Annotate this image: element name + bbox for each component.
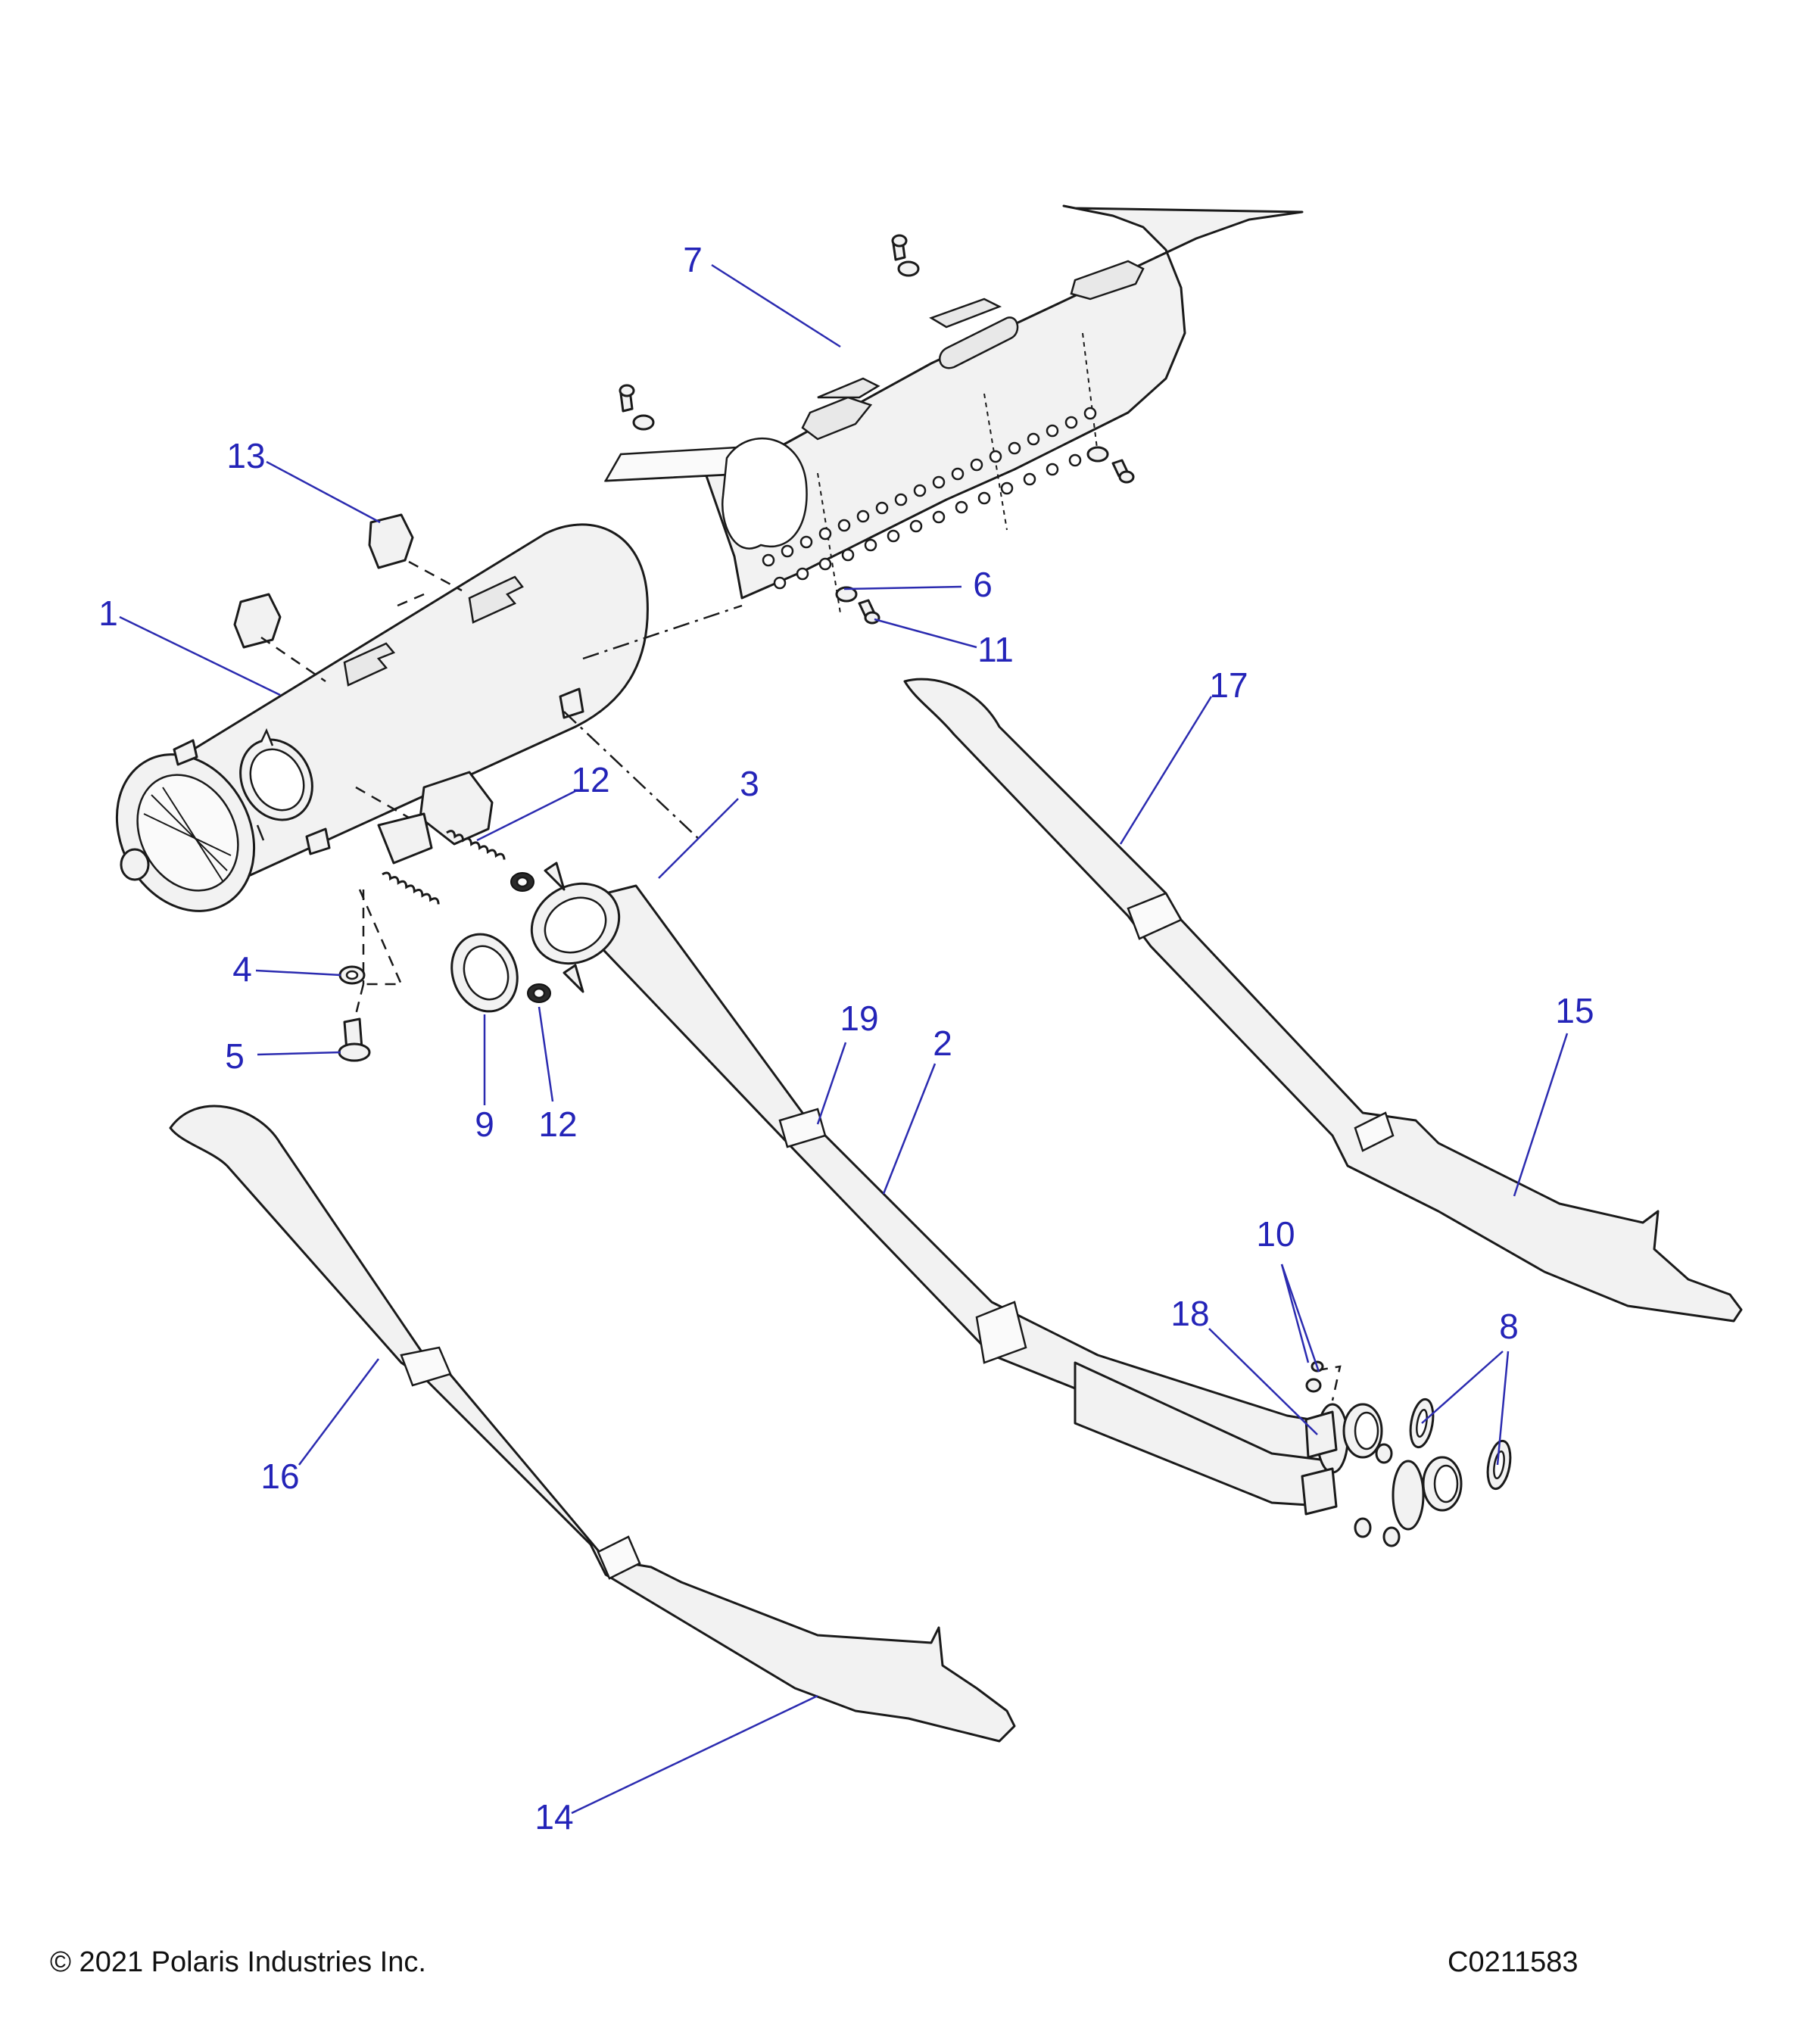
heat-shield-vent-holes: [762, 407, 1097, 590]
callout-2: 2: [933, 1024, 952, 1063]
callout-6: 6: [973, 565, 993, 604]
callout-14: 14: [535, 1797, 574, 1837]
callout-9: 9: [475, 1105, 494, 1144]
callout-3: 3: [740, 764, 759, 803]
bolt-icon: [619, 234, 1135, 625]
callout-7: 7: [683, 240, 703, 279]
muffler: [115, 523, 649, 912]
gasket-icon: [450, 933, 519, 1013]
washer-icon: [338, 965, 366, 985]
callout-4: 4: [232, 949, 252, 989]
callout-12-upper: 12: [571, 760, 610, 799]
rubber-isolator: [233, 513, 414, 649]
copyright-text: © 2021 Polaris Industries Inc.: [50, 1946, 426, 1978]
callout-11: 11: [977, 630, 1014, 669]
callout-12-lower: 12: [538, 1105, 578, 1144]
callout-5: 5: [225, 1036, 245, 1076]
callout-16: 16: [260, 1457, 300, 1496]
callout-leaders: [119, 263, 1569, 1815]
head-pipe-shield-lower: [169, 1105, 1016, 1743]
spring-icon: [382, 830, 506, 905]
head-pipe: [530, 862, 1463, 1547]
callout-8: 8: [1499, 1307, 1519, 1346]
callout-18: 18: [1170, 1294, 1210, 1333]
head-pipe-shield-upper: [903, 678, 1743, 1323]
callout-19: 19: [840, 999, 879, 1038]
callout-1: 1: [98, 594, 118, 633]
callout-15: 15: [1555, 991, 1594, 1030]
callout-17: 17: [1209, 665, 1248, 705]
nut-icon: [510, 872, 551, 1003]
callout-13: 13: [226, 436, 266, 475]
diagram-reference-code: C0211583: [1448, 1946, 1579, 1978]
callout-10: 10: [1256, 1214, 1295, 1254]
bolt-icon: [338, 1017, 371, 1062]
flange-icon: [1316, 1403, 1463, 1547]
heat-shield: [603, 204, 1304, 625]
